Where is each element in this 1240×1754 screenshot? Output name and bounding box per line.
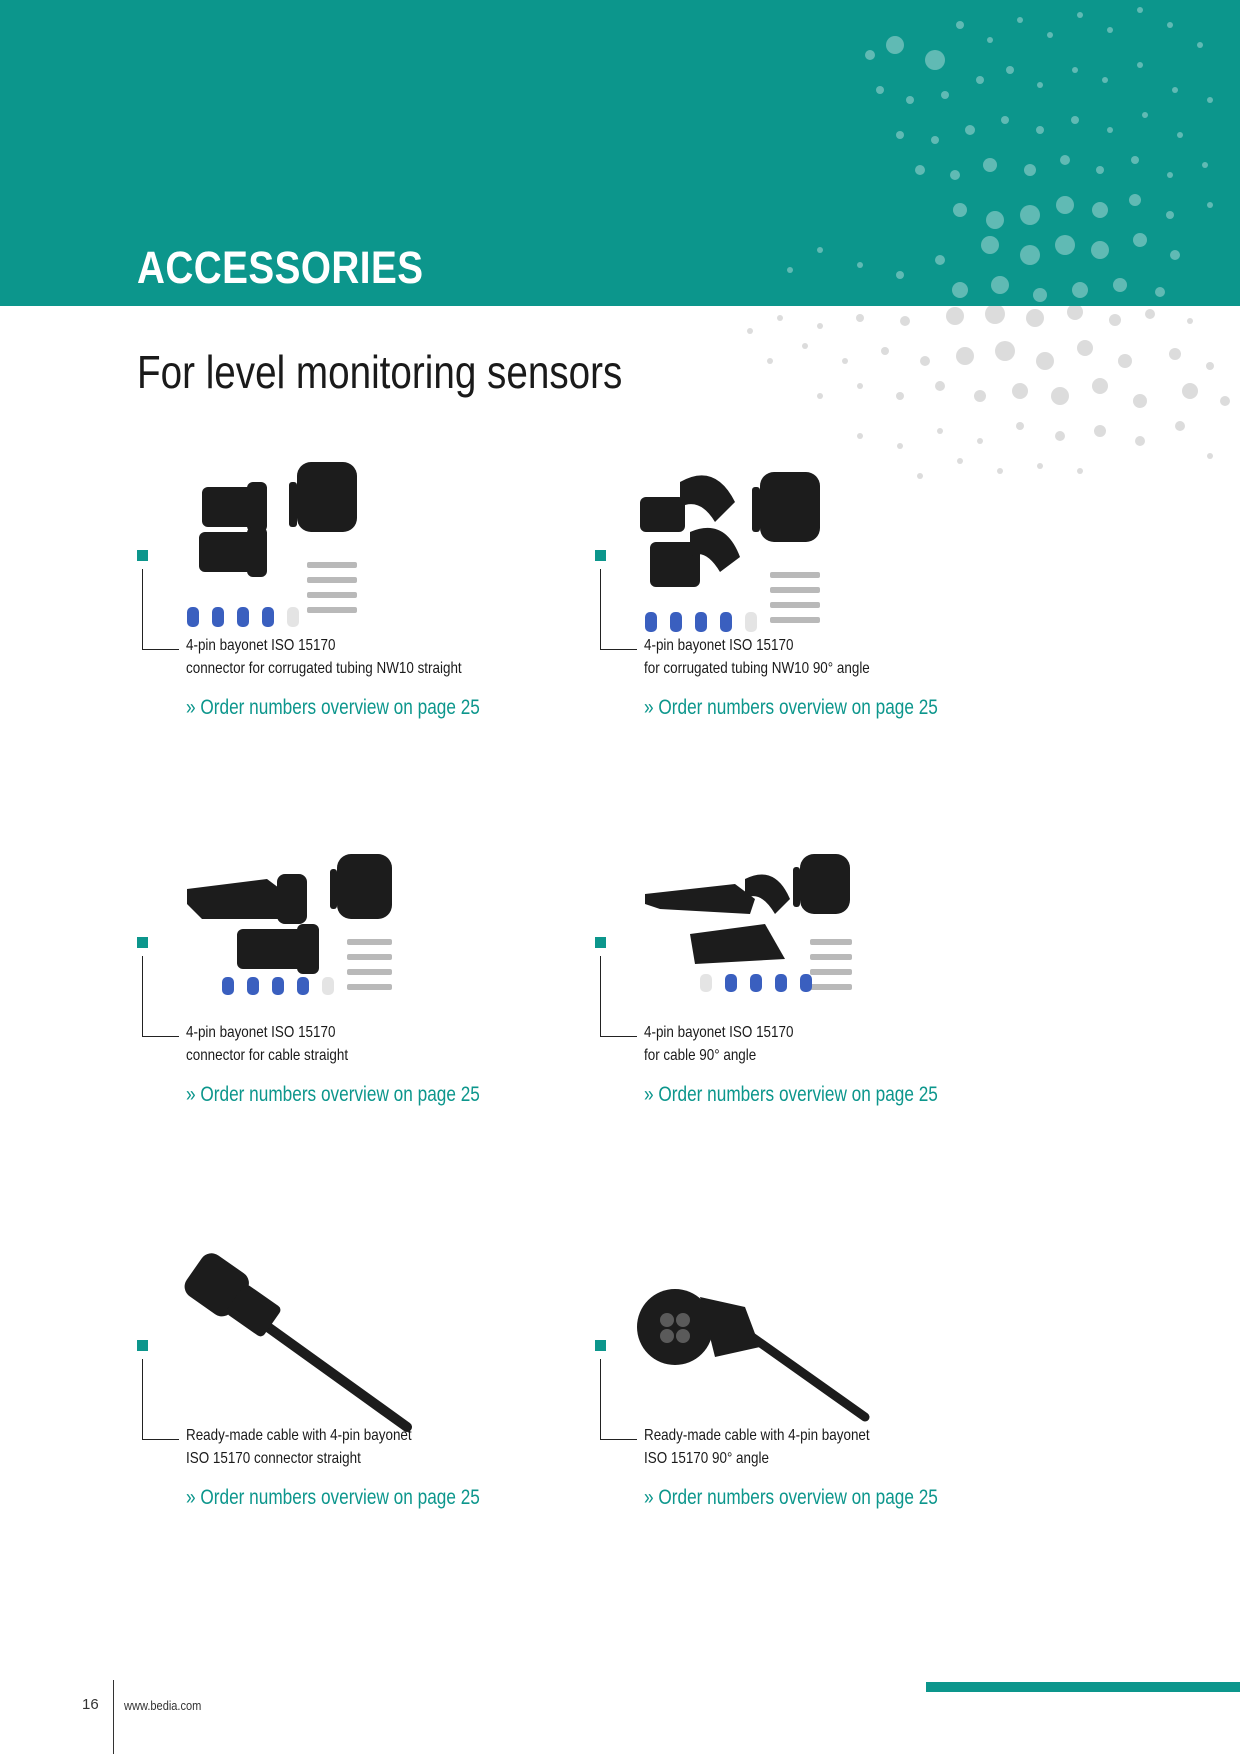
bracket-line <box>600 1359 637 1440</box>
bracket-line <box>142 1359 179 1440</box>
caption-line-1: Ready-made cable with 4-pin bayonet <box>644 1427 870 1444</box>
bracket-line <box>142 956 179 1037</box>
caption-line-2: connector for corrugated tubing NW10 str… <box>186 660 462 677</box>
product-item: Ready-made cable with 4-pin bayonet ISO … <box>137 1252 557 1552</box>
footer-divider <box>113 1680 114 1754</box>
connector-corrugated-straight-kit-image <box>187 462 357 627</box>
order-numbers-link[interactable]: » Order numbers overview on page 25 <box>644 1083 938 1106</box>
page-heading: For level monitoring sensors <box>137 346 623 398</box>
product-item: Ready-made cable with 4-pin bayonet ISO … <box>595 1252 1015 1552</box>
caption-line-1: 4-pin bayonet ISO 15170 <box>186 637 336 654</box>
product-caption: 4-pin bayonet ISO 15170 connector for ca… <box>186 1021 348 1067</box>
bullet-marker <box>595 550 606 561</box>
product-caption: Ready-made cable with 4-pin bayonet ISO … <box>186 1424 412 1470</box>
caption-line-2: ISO 15170 90° angle <box>644 1450 769 1467</box>
order-numbers-link[interactable]: » Order numbers overview on page 25 <box>644 1486 938 1509</box>
product-item: 4-pin bayonet ISO 15170 connector for co… <box>137 462 557 762</box>
bracket-line <box>142 569 179 650</box>
caption-line-1: 4-pin bayonet ISO 15170 <box>644 1024 794 1041</box>
caption-line-2: for corrugated tubing NW10 90° angle <box>644 660 870 677</box>
order-numbers-link[interactable]: » Order numbers overview on page 25 <box>186 696 480 719</box>
page-number: 16 <box>82 1696 99 1713</box>
product-caption: 4-pin bayonet ISO 15170 for cable 90° an… <box>644 1021 793 1067</box>
connector-cable-straight-kit-image <box>187 854 392 995</box>
connector-cable-angle-kit-image <box>645 854 852 992</box>
bullet-marker <box>137 550 148 561</box>
bracket-line <box>600 569 637 650</box>
bracket-line <box>600 956 637 1037</box>
product-caption: 4-pin bayonet ISO 15170 for corrugated t… <box>644 634 870 680</box>
ready-made-cable-straight-image <box>184 1253 412 1432</box>
caption-line-2: ISO 15170 connector straight <box>186 1450 361 1467</box>
order-numbers-link[interactable]: » Order numbers overview on page 25 <box>186 1083 480 1106</box>
dot-pattern-decoration <box>787 7 1213 302</box>
product-item: 4-pin bayonet ISO 15170 for corrugated t… <box>595 462 1015 762</box>
connector-corrugated-angle-kit-image <box>640 472 820 632</box>
footer-website-link[interactable]: www.bedia.com <box>124 1698 202 1713</box>
ready-made-cable-angle-image <box>637 1289 870 1422</box>
dot-pattern-decoration-grey <box>747 306 1230 479</box>
order-numbers-link[interactable]: » Order numbers overview on page 25 <box>644 696 938 719</box>
bullet-marker <box>137 1340 148 1351</box>
bullet-marker <box>595 1340 606 1351</box>
footer-accent-bar <box>926 1682 1240 1692</box>
bullet-marker <box>137 937 148 948</box>
product-caption: 4-pin bayonet ISO 15170 connector for co… <box>186 634 462 680</box>
caption-line-1: Ready-made cable with 4-pin bayonet <box>186 1427 412 1444</box>
caption-line-1: 4-pin bayonet ISO 15170 <box>644 637 794 654</box>
product-item: 4-pin bayonet ISO 15170 for cable 90° an… <box>595 849 1015 1149</box>
caption-line-1: 4-pin bayonet ISO 15170 <box>186 1024 336 1041</box>
header-band: ACCESSORIES <box>0 0 1240 306</box>
order-numbers-link[interactable]: » Order numbers overview on page 25 <box>186 1486 480 1509</box>
product-caption: Ready-made cable with 4-pin bayonet ISO … <box>644 1424 870 1470</box>
caption-line-2: connector for cable straight <box>186 1047 349 1064</box>
caption-line-2: for cable 90° angle <box>644 1047 757 1064</box>
bullet-marker <box>595 937 606 948</box>
section-title: ACCESSORIES <box>137 242 424 293</box>
product-item: 4-pin bayonet ISO 15170 connector for ca… <box>137 849 557 1149</box>
